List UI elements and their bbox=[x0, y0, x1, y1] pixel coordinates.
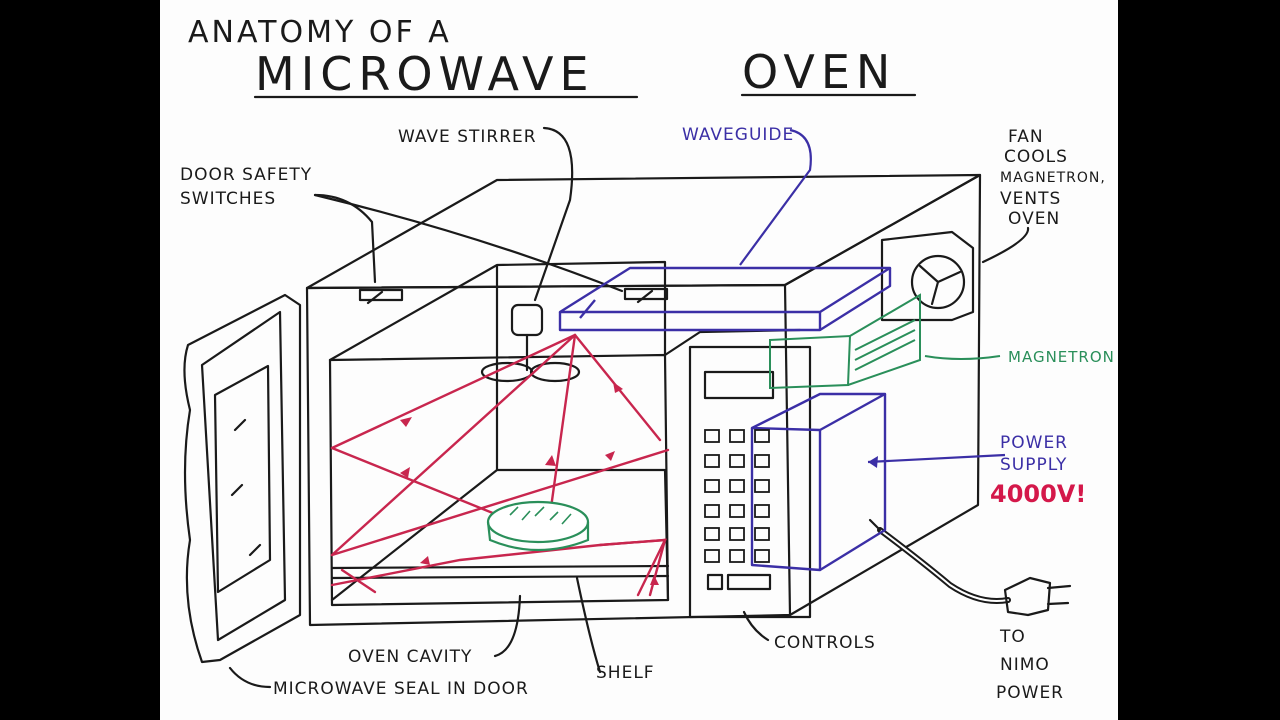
oven-right-face bbox=[783, 173, 982, 617]
label-to-1: TO bbox=[999, 627, 1026, 647]
label-fan-5: OVEN bbox=[1008, 209, 1060, 229]
label-seal: MICROWAVE SEAL IN DOOR bbox=[273, 679, 529, 699]
safety-switch-left bbox=[358, 288, 404, 302]
door-inner bbox=[200, 310, 287, 642]
magnetron bbox=[769, 293, 921, 390]
label-door-safety-1: DOOR SAFETY bbox=[180, 165, 312, 185]
label-to-2: NIMO bbox=[1000, 655, 1050, 675]
label-fan-2: COOLS bbox=[1004, 147, 1068, 167]
label-power-2: SUPPLY bbox=[1000, 455, 1067, 475]
stirrer-blade-right bbox=[529, 361, 581, 383]
label-fan-1: FAN bbox=[1008, 127, 1044, 147]
fan-housing bbox=[880, 230, 975, 322]
waveguide bbox=[558, 266, 892, 332]
label-controls: CONTROLS bbox=[774, 633, 876, 653]
cavity-back bbox=[328, 260, 670, 602]
stirrer-motor bbox=[510, 303, 544, 337]
label-voltage: 4000V! bbox=[990, 480, 1086, 508]
label-oven-cavity: OVEN CAVITY bbox=[348, 647, 472, 667]
door-window bbox=[213, 364, 272, 594]
label-fan-4: VENTS bbox=[1000, 189, 1061, 209]
ray-arrowheads bbox=[400, 382, 659, 585]
label-to-3: POWER bbox=[996, 683, 1064, 703]
label-wave-stirrer: WAVE STIRRER bbox=[398, 127, 537, 147]
label-fan-3: MAGNETRON, bbox=[1000, 170, 1106, 186]
fan-blade bbox=[910, 254, 966, 310]
microwave-rays bbox=[330, 333, 670, 597]
start-button bbox=[726, 573, 772, 591]
oven-front-face bbox=[305, 283, 792, 627]
label-magnetron: MAGNETRON bbox=[1008, 348, 1115, 366]
safety-switch-right bbox=[623, 287, 669, 301]
oven-door bbox=[183, 293, 302, 664]
cavity-control-divider bbox=[663, 328, 802, 357]
label-waveguide: WAVEGUIDE bbox=[682, 125, 794, 145]
control-panel bbox=[688, 345, 812, 619]
shelf bbox=[330, 564, 670, 580]
title-line-1: ANATOMY OF A bbox=[188, 15, 452, 50]
title-word-microwave: MICROWAVE bbox=[255, 47, 595, 101]
magnetron-leader bbox=[924, 355, 1001, 360]
keypad bbox=[704, 429, 770, 563]
turntable-food bbox=[486, 500, 590, 544]
label-power-1: POWER bbox=[1000, 433, 1068, 453]
display-window bbox=[703, 370, 775, 400]
power-supply bbox=[750, 392, 887, 572]
power-cord bbox=[877, 527, 1011, 604]
power-plug bbox=[1003, 576, 1052, 617]
microwave-diagram: ANATOMY OF A MICROWAVE OVEN WAVE STIRRER… bbox=[180, 15, 1115, 703]
title-word-oven: OVEN bbox=[742, 45, 896, 99]
diagram-sheet: ANATOMY OF A MICROWAVE OVEN WAVE STIRRER… bbox=[160, 0, 1118, 720]
label-door-safety-2: SWITCHES bbox=[180, 189, 276, 209]
label-shelf: SHELF bbox=[596, 663, 655, 683]
